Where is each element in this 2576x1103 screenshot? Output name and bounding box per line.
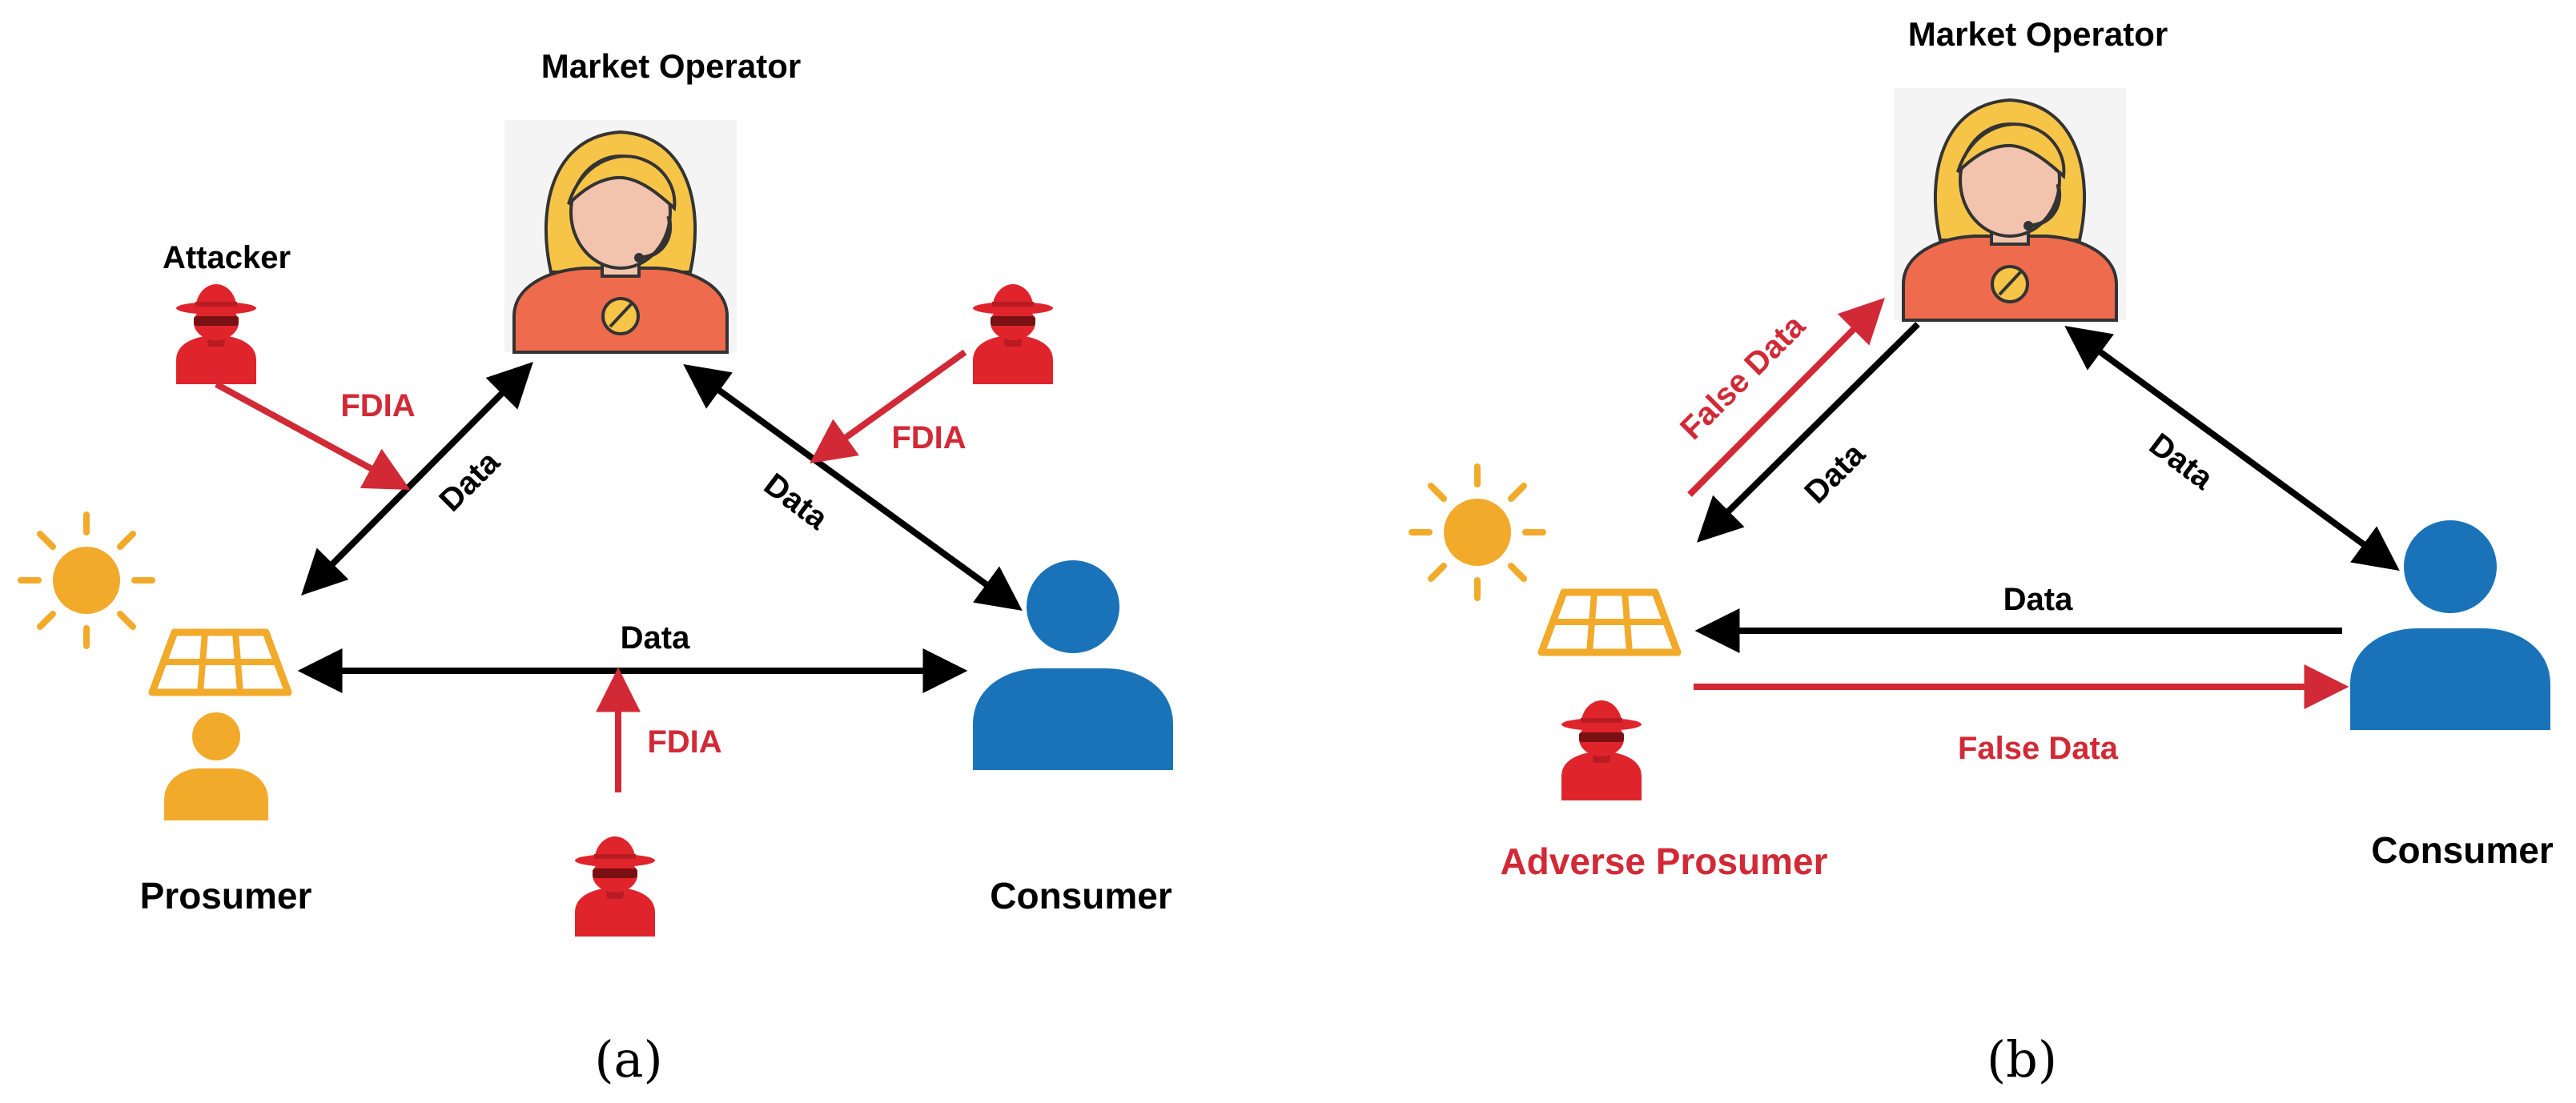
caption-b: (b) xyxy=(1987,1030,2057,1089)
panel-b: Market Operator False Data Data Data Dat… xyxy=(1412,15,2554,1089)
data-arrow-operator-consumer-b xyxy=(2064,326,2400,571)
consumer-icon xyxy=(973,560,1173,770)
fdia-label-bottom: FDIA xyxy=(647,724,721,760)
data-label-left-b: Data xyxy=(1798,436,1872,511)
data-arrow-operator-prosumer-b xyxy=(1697,322,1920,543)
false-data-arrow-upper xyxy=(1687,298,1885,497)
attacker-icon xyxy=(973,284,1053,384)
sun-icon xyxy=(1412,467,1543,598)
fdia-arrow-left xyxy=(215,381,411,491)
false-data-label-upper: False Data xyxy=(1674,308,1812,447)
fdia-label-left: FDIA xyxy=(340,388,415,423)
solar-panel-icon xyxy=(1541,592,1678,652)
data-label-middle-b: Data xyxy=(2003,582,2073,617)
attacker-icon xyxy=(575,836,655,937)
sun-icon xyxy=(21,515,152,646)
caption-a: (a) xyxy=(594,1030,662,1089)
market-operator-label-a: Market Operator xyxy=(541,47,801,85)
solar-panel-icon xyxy=(152,632,288,692)
market-operator-icon xyxy=(1894,88,2126,320)
false-data-label-lower: False Data xyxy=(1958,731,2119,766)
fdia-label-right: FDIA xyxy=(891,420,966,455)
market-operator-label-b: Market Operator xyxy=(1908,15,2168,53)
consumer-label-a: Consumer xyxy=(990,875,1172,916)
data-label-right-b: Data xyxy=(2143,427,2220,497)
data-arrow-operator-consumer xyxy=(683,364,1023,611)
panel-a: Market Operator Attacker Data Data Data … xyxy=(21,47,1173,1089)
consumer-icon xyxy=(2350,520,2550,730)
market-operator-icon xyxy=(504,120,737,352)
data-arrow-operator-prosumer xyxy=(301,362,533,596)
attacker-icon xyxy=(176,284,256,384)
consumer-label-b: Consumer xyxy=(2371,829,2554,871)
attacker-icon xyxy=(1561,700,1642,800)
prosumer-label: Prosumer xyxy=(140,875,312,916)
data-label-bottom: Data xyxy=(621,620,690,656)
data-label-right: Data xyxy=(758,467,834,537)
adverse-prosumer-label: Adverse Prosumer xyxy=(1500,840,1827,882)
attacker-label: Attacker xyxy=(163,240,291,275)
fdia-arrow-right xyxy=(810,349,967,463)
prosumer-person-icon xyxy=(164,712,268,820)
